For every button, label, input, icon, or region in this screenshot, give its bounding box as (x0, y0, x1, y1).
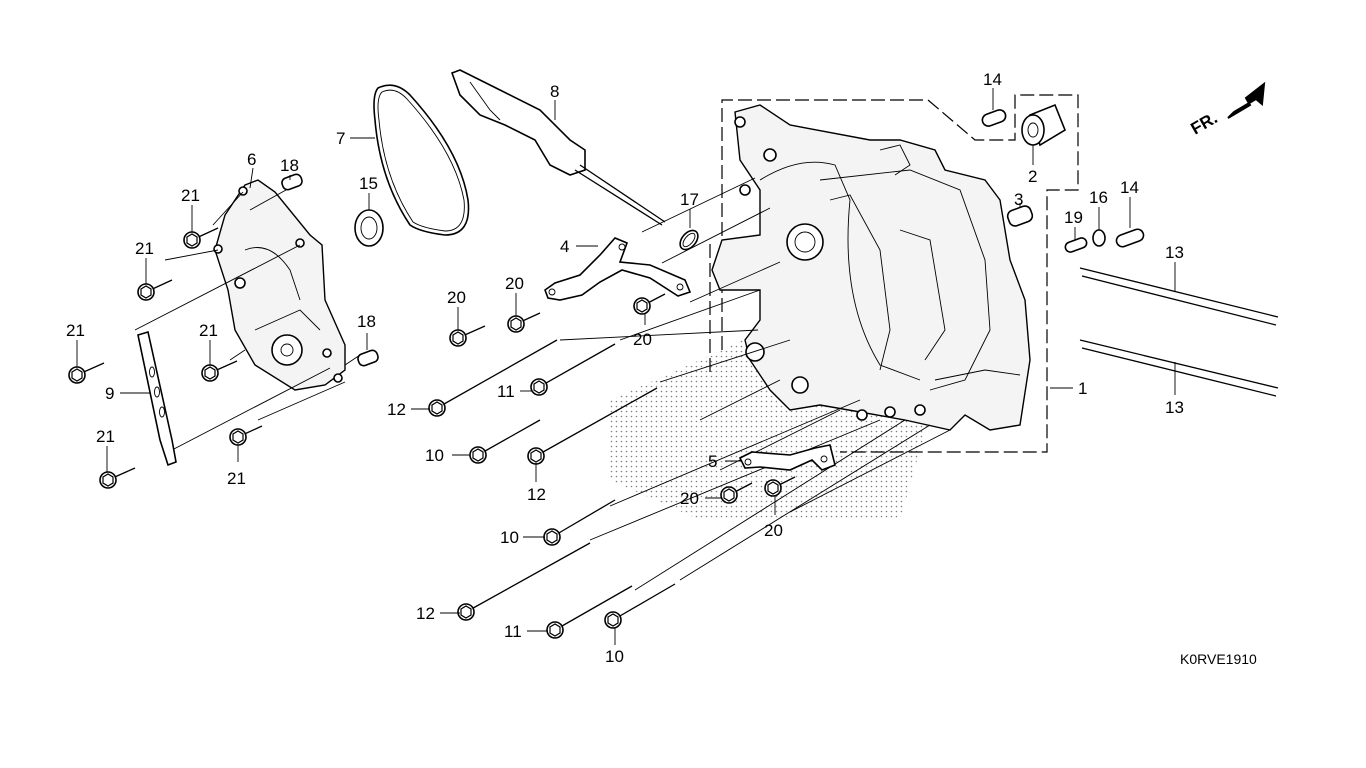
callout-13a[interactable]: 13 (1165, 243, 1184, 262)
reference-code: K0RVE1910 (1180, 651, 1257, 667)
callout-12a[interactable]: 12 (387, 400, 406, 419)
callout-10a[interactable]: 10 (425, 446, 444, 465)
callout-11b[interactable]: 11 (504, 622, 522, 641)
dowel-pin-14b[interactable] (1115, 228, 1145, 249)
cover-part-6[interactable] (134, 179, 361, 451)
callout-2[interactable]: 2 (1028, 167, 1037, 186)
callout-16[interactable]: 16 (1089, 188, 1108, 207)
callout-labels: 1 2 3 4 5 6 7 8 9 10 10 10 11 11 12 12 1… (66, 70, 1184, 666)
callout-21d[interactable]: 21 (199, 321, 218, 340)
stay-part-9[interactable] (137, 330, 177, 467)
bolts (68, 227, 796, 639)
callout-20d[interactable]: 20 (680, 489, 699, 508)
callout-9[interactable]: 9 (105, 384, 114, 403)
dowel-pin-18b[interactable] (357, 349, 380, 367)
callout-3[interactable]: 3 (1014, 190, 1023, 209)
dowel-pin-19[interactable] (1064, 237, 1088, 254)
callout-8[interactable]: 8 (550, 82, 559, 101)
callout-21c[interactable]: 21 (66, 321, 85, 340)
callout-4[interactable]: 4 (560, 237, 569, 256)
callout-18a[interactable]: 18 (280, 156, 299, 175)
callout-17[interactable]: 17 (680, 190, 699, 209)
callout-6[interactable]: 6 (247, 150, 256, 169)
callout-21b[interactable]: 21 (135, 239, 154, 258)
callout-14a[interactable]: 14 (983, 70, 1002, 89)
callout-12b[interactable]: 12 (527, 485, 546, 504)
callout-12c[interactable]: 12 (416, 604, 435, 623)
front-direction-indicator: FR. (1188, 81, 1266, 138)
callout-10c[interactable]: 10 (605, 647, 624, 666)
callout-7[interactable]: 7 (336, 129, 345, 148)
arrow-up-right-icon (1227, 81, 1266, 119)
callout-20b[interactable]: 20 (505, 274, 524, 293)
callout-18b[interactable]: 18 (357, 312, 376, 331)
stud-bolt-13b[interactable] (1079, 339, 1279, 397)
stud-bolt-13a[interactable] (1079, 267, 1279, 326)
callout-13b[interactable]: 13 (1165, 398, 1184, 417)
callout-14b[interactable]: 14 (1120, 178, 1139, 197)
leader-lines (559, 177, 951, 591)
assembly-bracket-1 (709, 94, 1079, 453)
callout-20e[interactable]: 20 (764, 521, 783, 540)
o-ring-part-16[interactable] (1092, 229, 1106, 247)
callout-1[interactable]: 1 (1078, 379, 1087, 398)
front-label: FR. (1188, 108, 1221, 138)
crankcase-part-1[interactable] (711, 104, 1031, 431)
callout-21e[interactable]: 21 (96, 427, 115, 446)
oil-seal-part-15[interactable] (354, 209, 384, 247)
callout-19[interactable]: 19 (1064, 208, 1083, 227)
bushing-part-2[interactable] (1021, 103, 1066, 147)
dowel-pin-14a[interactable] (981, 108, 1008, 127)
o-ring-part-17[interactable] (677, 227, 702, 253)
callout-leaders (76, 88, 1176, 645)
callout-10b[interactable]: 10 (500, 528, 519, 547)
gasket-part-7[interactable] (373, 84, 470, 236)
callout-21f[interactable]: 21 (227, 469, 246, 488)
dowel-pin-18a[interactable] (281, 173, 304, 191)
callout-11a[interactable]: 11 (497, 382, 515, 401)
bracket-part-5[interactable] (738, 444, 836, 471)
callout-15[interactable]: 15 (359, 174, 378, 193)
callout-21a[interactable]: 21 (181, 186, 200, 205)
callout-20c[interactable]: 20 (633, 330, 652, 349)
callout-20a[interactable]: 20 (447, 288, 466, 307)
callout-5[interactable]: 5 (708, 452, 717, 471)
bracket-part-4[interactable] (544, 237, 692, 301)
dowel-pin-3[interactable] (1006, 204, 1034, 227)
dipstick-part-8[interactable] (450, 69, 666, 226)
